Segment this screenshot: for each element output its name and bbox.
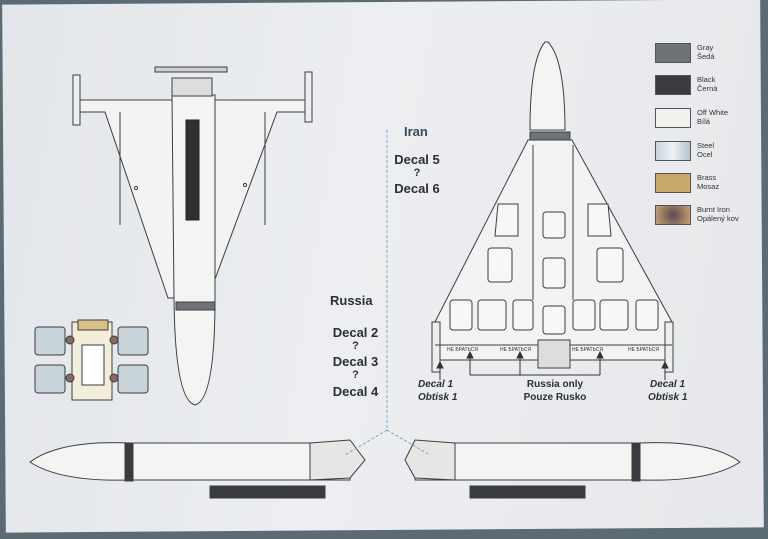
- drone-top-view: [431, 41, 674, 373]
- callout-center-line2: Pouze Rusko: [523, 392, 587, 403]
- callout-left-line1: Decal 1: [418, 379, 454, 390]
- callout-right-line1: Decal 1: [650, 379, 686, 390]
- swatch-black: [655, 75, 691, 95]
- iran-heading: Iran: [404, 124, 428, 139]
- swatch-label-local: Šedá: [697, 52, 715, 61]
- swatch-label: Steel: [697, 141, 715, 150]
- iran-decal-a: Decal 5: [394, 152, 440, 167]
- iran-decal-b: Decal 6: [394, 181, 440, 196]
- wing-marking: НЕ БРАТЬСЯ: [572, 347, 604, 353]
- swatch-label: Brass: [697, 173, 717, 182]
- callout-right-line2: Obtisk 1: [648, 392, 688, 403]
- russia-question-1: ?: [352, 340, 359, 352]
- swatch-label-local: Černá: [697, 84, 718, 93]
- swatch-off-white: [655, 108, 691, 128]
- iran-question: ?: [413, 167, 421, 179]
- swatch-gray: [655, 43, 691, 63]
- swatch-label: Burnt Iron: [697, 205, 730, 214]
- russia-heading: Russia: [330, 293, 373, 308]
- swatch-label-local: Mosaz: [697, 182, 720, 191]
- wing-marking: НЕ БРАТЬСЯ: [447, 347, 479, 353]
- russia-decal-c: Decal 4: [332, 384, 379, 399]
- drone-side-view-right: [404, 439, 741, 499]
- russia-decal-a: Decal 2: [332, 325, 379, 340]
- drone-side-view-left: [29, 439, 366, 499]
- russia-decal-b: Decal 3: [332, 354, 379, 369]
- swatch-label-local: Bílá: [697, 117, 710, 126]
- swatch-brass: [655, 173, 691, 193]
- swatch-label: Gray: [697, 43, 714, 52]
- swatch-label-local: Ocel: [697, 150, 713, 159]
- engine-detail: [34, 319, 149, 401]
- divider-line: [344, 130, 431, 456]
- swatch-label: Off White: [697, 108, 729, 117]
- wing-marking: НЕ БРАТЬСЯ: [628, 347, 660, 353]
- swatch-steel: [655, 141, 691, 161]
- callout-center-line1: Russia only: [526, 379, 584, 390]
- wing-marking: НЕ БРАТЬСЯ: [500, 347, 532, 353]
- swatch-label-local: Opálený kov: [697, 214, 739, 223]
- callout-left-line2: Obtisk 1: [418, 392, 458, 403]
- swatch-burnt-iron: [655, 205, 691, 225]
- russia-question-2: ?: [352, 369, 359, 381]
- drone-underside-view: [72, 66, 313, 406]
- swatch-label: Black: [697, 75, 716, 84]
